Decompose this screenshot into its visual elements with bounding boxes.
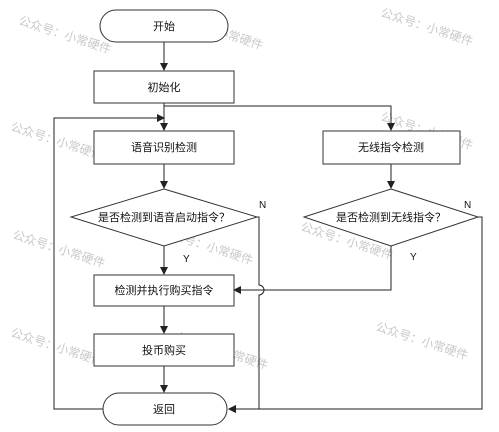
edges: [53, 42, 483, 413]
init-node: 初始化: [93, 70, 235, 104]
voice-decision-label: 是否检测到语音启动指令？: [98, 210, 230, 224]
branch-no-voice: N: [259, 200, 266, 211]
init-label: 初始化: [148, 80, 181, 94]
watermark: 公众号：小常硬件: [11, 228, 107, 271]
watermark: 公众号：小常硬件: [374, 320, 470, 363]
edge-init-wireless: [164, 105, 395, 131]
wireless-detect-node: 无线指令检测: [322, 130, 461, 165]
start-node: 开始: [99, 9, 229, 43]
branch-yes-voice: Y: [183, 254, 190, 265]
return-node: 返回: [102, 392, 228, 426]
watermark: 公众号：小常硬件: [379, 6, 475, 49]
voice-decision-node: 是否检测到语音启动指令？: [69, 188, 259, 247]
wireless-decision-node: 是否检测到无线指令？: [302, 188, 480, 247]
voice-detect-node: 语音识别检测: [93, 130, 235, 165]
coin-node: 投币购买: [93, 333, 235, 367]
wireless-detect-label: 无线指令检测: [358, 140, 424, 154]
watermark-group: 公众号：小常硬件 公众号：小常硬件 公众号：小常硬件 公众号：小常硬件 公众号：…: [9, 6, 475, 373]
branch-no-wireless: N: [464, 200, 471, 211]
return-label: 返回: [153, 403, 175, 416]
edge-return-loop: [53, 114, 165, 410]
watermark: 公众号：小常硬件: [9, 120, 105, 163]
voice-detect-label: 语音识别检测: [131, 140, 197, 154]
edge-voice-no: [228, 216, 265, 413]
execute-node: 检测并执行购买指令: [93, 274, 235, 307]
start-label: 开始: [153, 19, 175, 33]
branch-yes-wireless: Y: [410, 252, 417, 263]
watermark: 公众号：小常硬件: [9, 326, 105, 369]
watermark: 公众号：小常硬件: [17, 14, 113, 57]
edge-wireless-no: [228, 216, 483, 413]
coin-label: 投币购买: [142, 343, 186, 357]
wireless-decision-label: 是否检测到无线指令？: [336, 210, 446, 224]
execute-label: 检测并执行购买指令: [115, 283, 214, 297]
edge-wireless-yes: [233, 246, 392, 294]
